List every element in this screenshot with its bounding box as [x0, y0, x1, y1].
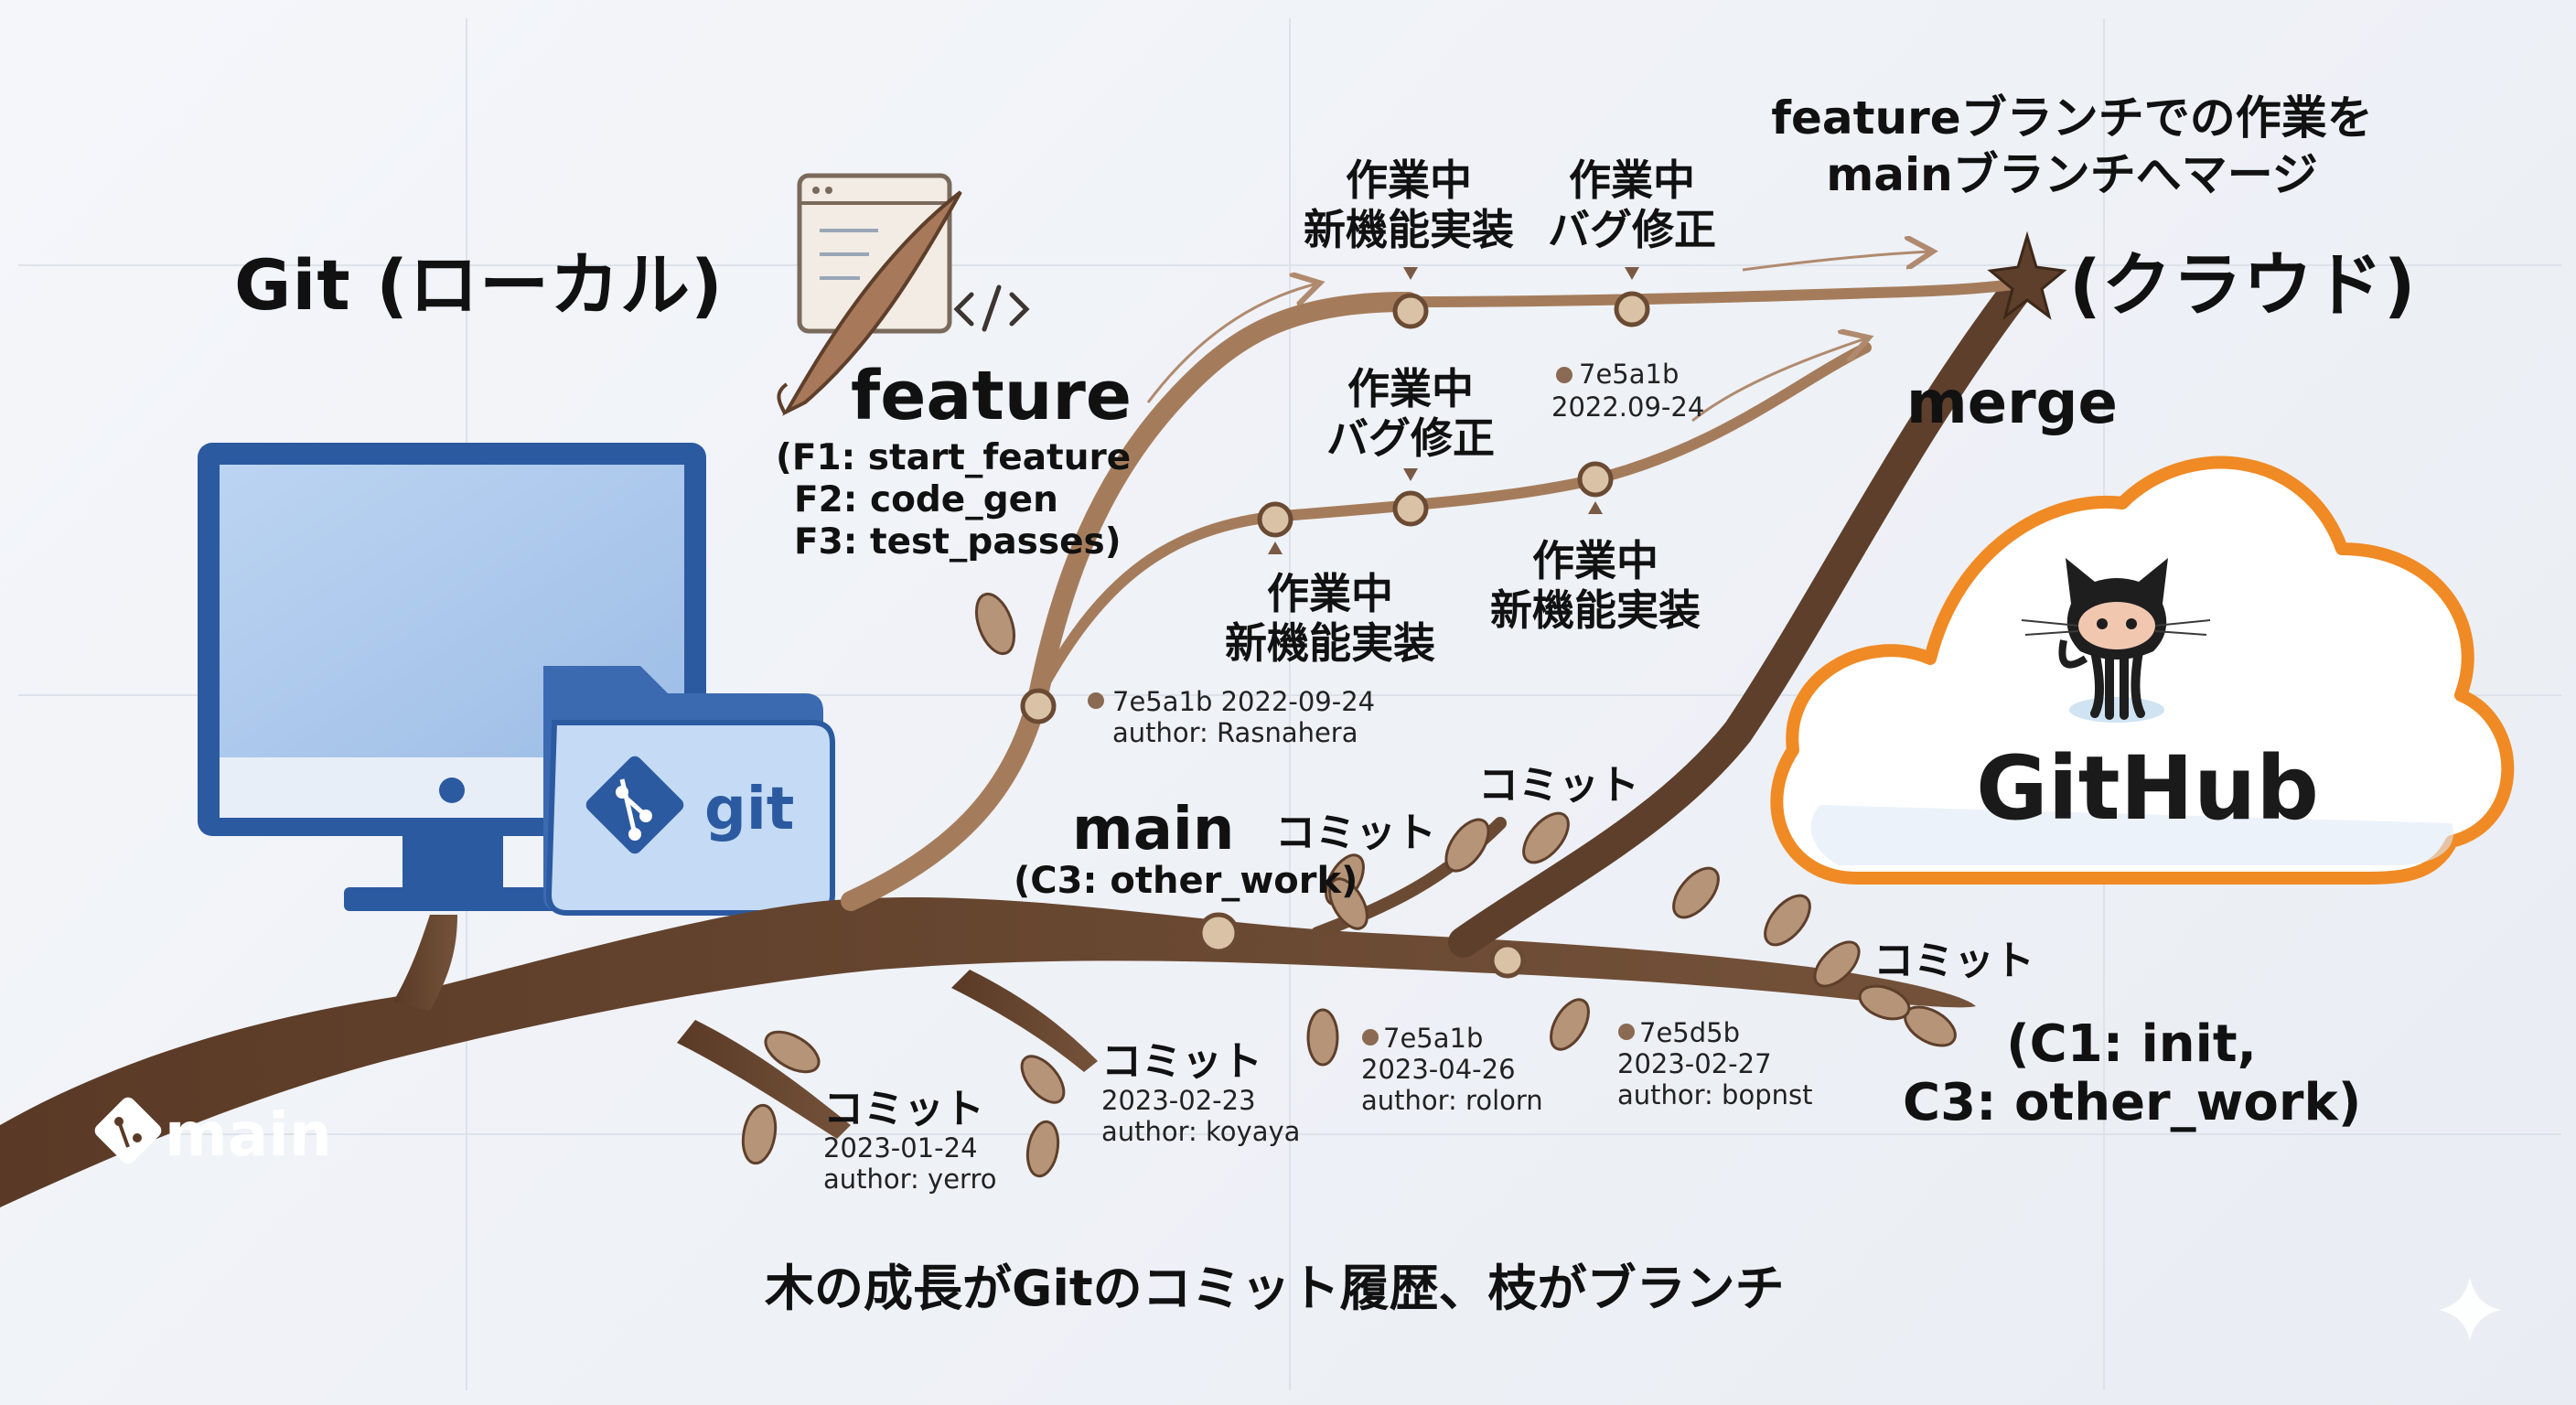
- node-branch-point: [1020, 688, 1057, 724]
- commit-2-label: コミット: [1101, 1038, 1262, 1085]
- commit-1-author: author: yerro: [823, 1164, 997, 1195]
- label-pointers: [1268, 267, 1639, 554]
- lower-node-right-line1: 作業中: [1532, 536, 1658, 585]
- arrow-top: [1742, 252, 1930, 272]
- upper-node-a-label: 作業中 新機能実装: [1299, 156, 1519, 254]
- commit-label-a: コミット: [1275, 810, 1436, 856]
- commit-3-date: 2023-04-26: [1361, 1054, 1516, 1085]
- commit-label-c: コミット: [1873, 938, 2034, 984]
- commit-1-label: コミット: [823, 1086, 984, 1132]
- lower-node-top-line1: 作業中: [1347, 364, 1474, 413]
- github-octocat-icon: [2021, 558, 2211, 723]
- commit-nodes: [1020, 291, 1650, 979]
- commit-3-hash: 7e5a1b: [1383, 1023, 1484, 1054]
- upper-date: 2022.09-24: [1551, 391, 1705, 423]
- feature-commit-1: (F1: start_feature: [776, 437, 1132, 478]
- main-branch-title: main: [1072, 796, 1235, 863]
- git-folder-label: git: [704, 776, 795, 843]
- feature-commit-list: (F1: start_feature F2: code_gen F3: test…: [776, 437, 1131, 563]
- branch-point-author: author: Rasnahera: [1112, 717, 1358, 748]
- leaves: [741, 592, 1957, 1178]
- merge-note-line2: mainブランチへマージ: [1826, 148, 2318, 201]
- branch-point-date: 2022-09-24: [1220, 686, 1376, 717]
- commit-3-author: author: rolorn: [1361, 1085, 1543, 1116]
- git-folder-icon: [543, 666, 835, 916]
- merge-note: featureブランチでの作業を mainブランチへマージ: [1766, 90, 2378, 203]
- node-upper-a: [1392, 293, 1429, 329]
- commit-entry-1: コミット 2023-01-24 author: yerro: [823, 1086, 997, 1196]
- commit-4-hash: 7e5d5b: [1639, 1017, 1741, 1048]
- lower-node-right-label: 作業中 新機能実装: [1486, 536, 1705, 635]
- trunk-git-logo-icon: [94, 1097, 162, 1164]
- commit-entry-2: コミット 2023-02-23 author: koyaya: [1101, 1038, 1301, 1148]
- upper-node-b-line1: 作業中: [1569, 156, 1695, 205]
- commit-1-date: 2023-01-24: [823, 1132, 978, 1164]
- commit-4-date: 2023-02-27: [1617, 1048, 1772, 1079]
- node-main: [1197, 912, 1240, 954]
- merge-star-icon: [1987, 231, 2067, 320]
- commit-entry-3: 7e5a1b 2023-04-26 author: rolorn: [1361, 1023, 1543, 1116]
- github-commit-line2: C3: other_work): [1903, 1073, 2362, 1132]
- main-branch-sub: (C3: other_work): [1014, 860, 1358, 902]
- upper-node-b-label: 作業中 バグ修正: [1530, 156, 1734, 254]
- merge-branch: [1448, 268, 2037, 958]
- arrow-lower: [1691, 338, 1866, 423]
- upper-branch: [1403, 278, 2027, 307]
- lower-node-top-label: 作業中 バグ修正: [1308, 364, 1513, 463]
- feature-branch-main: [841, 292, 1419, 911]
- trunk-main-label: main: [165, 1099, 332, 1170]
- arrow-upper-left: [1146, 284, 1317, 403]
- merge-note-line1: featureブランチでの作業を: [1771, 91, 2373, 145]
- upper-node-a-line1: 作業中: [1346, 156, 1472, 205]
- merge-label: merge: [1906, 370, 2118, 437]
- github-commit-list: (C1: init, C3: other_work): [1903, 1014, 2362, 1132]
- branch-point-hash: 7e5a1b: [1112, 686, 1213, 717]
- lower-branch: [1033, 342, 1872, 701]
- quill-editor-icon: [777, 173, 962, 416]
- node-lower-mid: [1392, 490, 1429, 527]
- node-main-right: [1489, 942, 1526, 979]
- lower-node-top-line2: バグ修正: [1326, 413, 1495, 463]
- feature-commit-2: F2: code_gen: [794, 479, 1058, 520]
- branch-point-info: 7e5a1b 2022-09-24 author: Rasnahera: [1112, 686, 1375, 748]
- upper-hash: 7e5a1b: [1579, 359, 1680, 390]
- github-commit-line1: (C1: init,: [2006, 1014, 2257, 1074]
- hash-dots: [1088, 367, 1635, 1046]
- lower-node-left-line2: 新機能実装: [1225, 618, 1435, 668]
- cloud-icon: [1770, 456, 2515, 885]
- node-lower-right: [1577, 461, 1614, 498]
- commit-2-author: author: koyaya: [1101, 1116, 1301, 1147]
- upper-node-a-line2: 新機能実装: [1304, 205, 1514, 254]
- caption: 木の成長がGitのコミット履歴、枝がブランチ: [765, 1260, 1785, 1317]
- git-local-heading: Git (ローカル): [234, 244, 724, 326]
- lower-node-left-line1: 作業中: [1267, 569, 1393, 618]
- main-branch-trunk: [0, 896, 1976, 1207]
- cloud-heading: (クラウド): [2069, 244, 2417, 326]
- code-brackets-icon: [953, 284, 1030, 332]
- sparkle-icon: [2439, 1277, 2501, 1341]
- commit-label-b: コミット: [1478, 762, 1639, 809]
- feature-title: feature: [851, 357, 1132, 435]
- github-logo-text: GitHub: [1976, 737, 2319, 840]
- feature-commit-3: F3: test_passes): [794, 521, 1122, 563]
- lower-node-left-label: 作業中 新機能実装: [1220, 569, 1440, 668]
- node-upper-b: [1614, 291, 1650, 327]
- commit-entry-4: 7e5d5b 2023-02-27 author: bopnst: [1617, 1017, 1812, 1110]
- node-lower-left: [1257, 501, 1293, 538]
- commit-4-author: author: bopnst: [1617, 1079, 1813, 1110]
- lower-node-right-line2: 新機能実装: [1490, 585, 1701, 635]
- commit-2-date: 2023-02-23: [1101, 1085, 1256, 1116]
- upper-node-b-line2: バグ修正: [1548, 205, 1716, 254]
